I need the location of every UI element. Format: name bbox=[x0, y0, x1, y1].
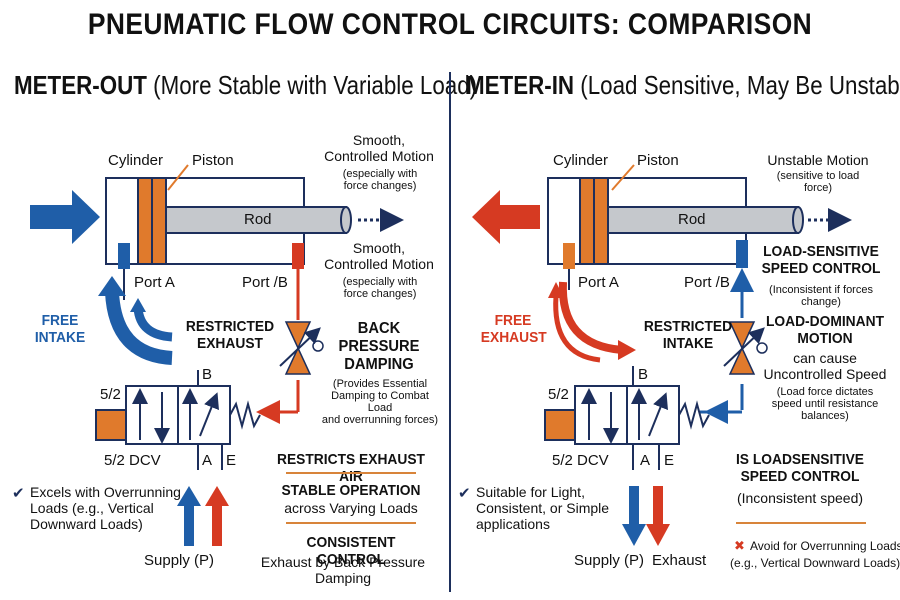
meter-out-port-a-label: Port A bbox=[134, 274, 175, 291]
meter-in-free-exhaust-arrow bbox=[548, 281, 636, 363]
meter-in-restricted-label: RESTRICTED INTAKE bbox=[643, 318, 733, 352]
meter-in-dcv bbox=[544, 366, 710, 470]
meter-out-valve-b-label: B bbox=[202, 366, 213, 383]
meter-out-rod-label: Rod bbox=[244, 211, 272, 228]
meter-out-back-pressure-label: BACK PRESSURE DAMPING bbox=[338, 320, 420, 373]
meter-out-dcv bbox=[95, 370, 261, 470]
meter-in-load-sensitive-label: LOAD-SENSITIVE SPEED CONTROL bbox=[761, 243, 881, 277]
meter-out-free-intake-arrow bbox=[98, 276, 173, 365]
section-divider bbox=[449, 72, 451, 592]
meter-out-valve-e-label: E bbox=[226, 452, 237, 469]
meter-in-load-dominant-note: (Load force dictates speed until resista… bbox=[771, 386, 879, 422]
meter-in-port-a bbox=[563, 243, 575, 269]
meter-out-port-b bbox=[292, 243, 304, 269]
meter-in-is-load-sub: (Inconsistent speed) bbox=[736, 490, 864, 506]
meter-in-is-load-label: IS LOADSENSITIVE SPEED CONTROL bbox=[735, 451, 865, 485]
meter-in-suitable-text: Suitable for Light, Consistent, or Simpl… bbox=[476, 484, 610, 532]
meter-in-cross-icon: ✖ bbox=[734, 538, 745, 553]
meter-out-restricts-label: RESTRICTS EXHAUST AIR bbox=[276, 451, 425, 485]
meter-in-load-dominant-label: LOAD-DOMINANT MOTION bbox=[765, 313, 885, 347]
meter-out-check-icon: ✔ bbox=[12, 485, 25, 502]
meter-out-port-b-label: Port /B bbox=[242, 274, 288, 291]
meter-in-piston-label: Piston bbox=[637, 152, 679, 169]
meter-out-restricted-label: RESTRICTED EXHAUST bbox=[185, 318, 275, 352]
meter-out-valve-a-label: A bbox=[202, 452, 213, 469]
meter-in-avoid-text: Avoid for Overrunning Loads bbox=[750, 539, 900, 553]
meter-in-flow-control-valve bbox=[723, 321, 768, 375]
meter-in-valve-e-label: E bbox=[664, 452, 675, 469]
meter-out-heading: METER-OUT (More Stable with Variable Loa… bbox=[14, 70, 478, 100]
meter-in-port-b bbox=[736, 240, 748, 268]
meter-in-port-b-label: Port /B bbox=[684, 274, 730, 291]
page-title: PNEUMATIC FLOW CONTROL CIRCUITS: COMPARI… bbox=[87, 8, 813, 41]
meter-in-cylinder bbox=[547, 164, 804, 265]
meter-in-valve-dcv-label: 5/2 DCV bbox=[552, 452, 609, 469]
meter-in-load-sensitive-note: (Inconsistent if forces change) bbox=[769, 284, 873, 308]
meter-in-motion-note: (sensitive to load force) bbox=[776, 170, 860, 194]
meter-in-valve-52-label: 5/2 bbox=[548, 386, 569, 403]
meter-out-motion-title-1: Smooth, Controlled Motion bbox=[324, 132, 434, 164]
meter-in-free-exhaust-label: FREE EXHAUST bbox=[480, 312, 547, 346]
meter-in-rule bbox=[736, 522, 866, 524]
meter-in-cylinder-label: Cylinder bbox=[553, 152, 609, 169]
meter-out-cylinder bbox=[105, 164, 352, 265]
meter-out-supply-arrows bbox=[177, 486, 229, 546]
meter-out-motion-note-2: (especially with force changes) bbox=[342, 276, 418, 300]
meter-out-rule-2 bbox=[286, 522, 416, 524]
meter-in-rod-label: Rod bbox=[678, 211, 706, 228]
meter-out-stable-op-sub: across Varying Loads bbox=[284, 500, 418, 516]
meter-in-load-dominant-sub: can cause Uncontrolled Speed bbox=[763, 350, 887, 382]
meter-in-supply-label: Supply (P) bbox=[574, 552, 645, 569]
meter-in-check-icon: ✔ bbox=[458, 485, 471, 502]
meter-out-consistent-sub: Exhaust by Back Pressure Damping bbox=[260, 554, 426, 586]
meter-in-heading: METER-IN (Load Sensitive, May Be Unstabl… bbox=[466, 70, 900, 100]
meter-out-free-intake-label: FREE INTAKE bbox=[34, 312, 86, 346]
meter-out-piston-label: Piston bbox=[192, 152, 234, 169]
meter-in-avoid-sub: (e.g., Vertical Downward Loads) bbox=[730, 556, 900, 570]
meter-in-outflow-arrow bbox=[472, 190, 540, 244]
meter-out-motion-note-1: (especially with force changes) bbox=[342, 168, 418, 192]
meter-in-valve-a-label: A bbox=[640, 452, 651, 469]
meter-in-motion-title: Unstable Motion bbox=[767, 152, 869, 168]
meter-in-supply-exhaust-arrows bbox=[622, 486, 670, 546]
meter-out-inflow-arrow bbox=[30, 190, 100, 244]
meter-out-stable-op-label: STABLE OPERATION bbox=[281, 482, 421, 499]
meter-in-port-a-label: Port A bbox=[578, 274, 619, 291]
meter-out-flow-control-valve bbox=[279, 321, 324, 375]
meter-out-motion-title-2: Smooth, Controlled Motion bbox=[324, 240, 434, 272]
meter-out-back-pressure-note: (Provides Essential Damping to Combat Lo… bbox=[321, 378, 439, 426]
meter-in-exhaust-label: Exhaust bbox=[652, 552, 707, 569]
meter-out-valve-dcv-label: 5/2 DCV bbox=[104, 452, 161, 469]
meter-out-port-a bbox=[118, 243, 130, 269]
meter-in-valve-b-label: B bbox=[638, 366, 649, 383]
meter-out-rule-1 bbox=[286, 472, 416, 474]
meter-out-excels-text: Excels with Overrunning Loads (e.g., Ver… bbox=[30, 484, 181, 532]
meter-out-cylinder-label: Cylinder bbox=[108, 152, 164, 169]
meter-out-valve-52-label: 5/2 bbox=[100, 386, 121, 403]
meter-out-consistent-label: CONSISTENT CONTROL bbox=[306, 534, 396, 568]
meter-out-supply-label: Supply (P) bbox=[144, 552, 215, 569]
